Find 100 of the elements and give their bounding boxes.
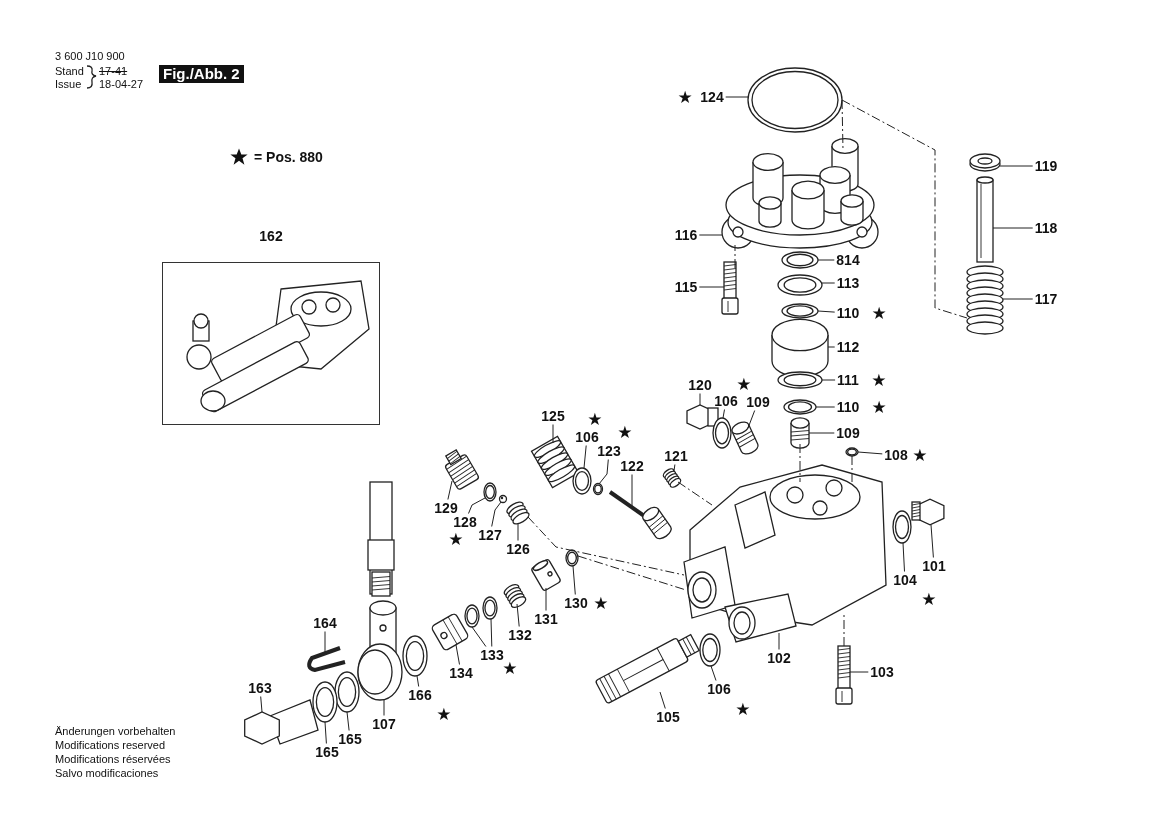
alignment-line (841, 99, 844, 151)
leader-line (827, 346, 836, 348)
alignment-line (677, 481, 713, 506)
note-text: Änderungen vorbehalten (55, 725, 176, 737)
callout-number: 165 (338, 731, 362, 747)
callout-number: 129 (434, 500, 458, 516)
leader-line (699, 393, 701, 406)
clip-drawing (307, 646, 346, 672)
star-mark: ★ (871, 398, 887, 416)
callout-number: 134 (449, 665, 473, 681)
leader-line (260, 696, 263, 713)
leader-line (346, 711, 350, 731)
header-text: Issue (55, 78, 82, 90)
callout-number: 101 (922, 558, 946, 574)
o-ring-drawing (482, 596, 498, 620)
leader-line (324, 631, 326, 654)
o-ring-drawing (402, 635, 428, 677)
callout-number: 126 (506, 541, 530, 557)
valve-rod-drawing (608, 490, 672, 540)
callout-number: 130 (564, 595, 588, 611)
star-mark: ★ (871, 371, 887, 389)
callout-number: 166 (408, 687, 432, 703)
callout-number: 116 (674, 227, 698, 243)
valve-drawing (731, 421, 759, 455)
alignment-line (734, 244, 736, 269)
pump-housing-drawing (683, 464, 887, 643)
leader-line (698, 234, 723, 236)
alignment-line (527, 516, 685, 576)
plug-drawing (686, 404, 719, 430)
callout-number: 117 (1034, 291, 1058, 307)
leader-line (902, 542, 905, 572)
callout-number: 108 (884, 447, 908, 463)
callout-number: 131 (534, 611, 558, 627)
valve-drawing (790, 417, 810, 449)
seal-ring-drawing (777, 274, 823, 296)
leader-line (857, 451, 883, 455)
callout-number: 120 (688, 377, 712, 393)
o-ring-drawing (565, 549, 579, 567)
spring-drawing (506, 501, 530, 525)
star-mark: ★ (502, 659, 518, 677)
callout-number: 119 (1034, 158, 1058, 174)
leader-line (1002, 298, 1034, 300)
callout-number: 106 (575, 429, 599, 445)
callout-number: 106 (707, 681, 731, 697)
note-text: Modifications reserved (55, 739, 166, 751)
leader-line (447, 480, 453, 500)
o-ring-drawing (892, 510, 912, 544)
o-ring-drawing (464, 604, 480, 628)
note-text: Salvo modificaciones (55, 767, 159, 779)
leader-line (849, 671, 869, 673)
header-text: 17-41 (99, 65, 128, 77)
plug-drawing (244, 699, 319, 745)
callout-number: 102 (767, 650, 791, 666)
star-mark: ★ (736, 375, 752, 393)
star-mark: ★ (436, 705, 452, 723)
callout-number: 133 (480, 647, 504, 663)
callout-number: 814 (836, 252, 860, 268)
leader-line (673, 464, 676, 472)
callout-number: 164 (313, 615, 337, 631)
screw-drawing (721, 261, 739, 315)
callout-number: 163 (248, 680, 272, 696)
o-ring-drawing (592, 482, 604, 496)
callout-number: 103 (870, 664, 894, 680)
star-mark: ★ (593, 594, 609, 612)
callout-number: 111 (837, 372, 859, 388)
leader-line (572, 565, 576, 595)
callout-number: 123 (597, 443, 621, 459)
callout-number: 112 (836, 339, 860, 355)
callout-number: 110 (836, 305, 860, 321)
callout-number: 118 (1034, 220, 1058, 236)
plug-drawing (911, 498, 945, 526)
leader-line (930, 524, 934, 558)
leader-line (468, 497, 486, 514)
leader-line (698, 286, 725, 288)
callout-number: 124 (700, 89, 724, 105)
callout-number: 115 (674, 279, 698, 295)
star-mark: ★ (587, 410, 603, 428)
callout-number: 127 (478, 527, 502, 543)
o-ring-drawing (483, 482, 497, 502)
callout-number: 125 (541, 408, 565, 424)
star-mark: ★ (871, 304, 887, 322)
o-ring-drawing (712, 417, 732, 449)
leader-line (778, 632, 780, 650)
retaining-clip-drawing (969, 153, 1001, 172)
star-mark: ★ (677, 88, 693, 106)
leader-line (490, 618, 493, 647)
leader-line (817, 310, 836, 313)
note-text: Modifications réservées (55, 753, 171, 765)
callout-number: 122 (620, 458, 644, 474)
legend-text: = Pos. 880 (254, 149, 323, 165)
callout-number: 104 (893, 572, 917, 588)
callout-number: 162 (259, 229, 283, 244)
leader-line (583, 445, 587, 469)
header-text: 18-04-27 (99, 78, 144, 90)
star-mark: ★ (912, 446, 928, 464)
leader-line (324, 721, 327, 744)
o-ring-drawing (572, 467, 592, 495)
leader-line (710, 665, 717, 681)
header-text: Stand (55, 65, 84, 77)
leader-line (999, 165, 1034, 167)
